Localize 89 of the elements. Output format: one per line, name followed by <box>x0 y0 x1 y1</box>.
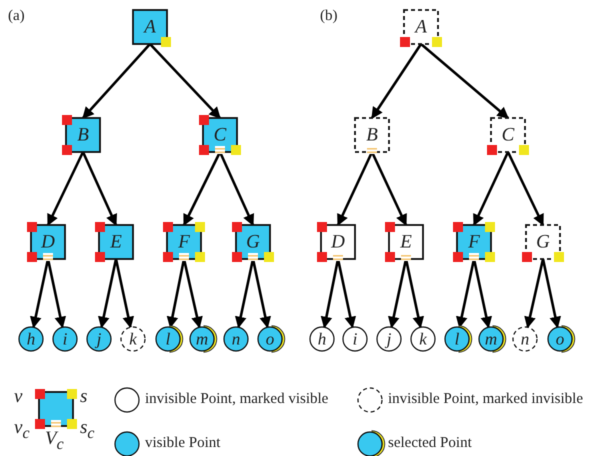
point-letter: m <box>484 330 498 348</box>
arrow <box>114 258 134 328</box>
legend-text: selected Point <box>388 436 472 451</box>
point-letter: j <box>96 330 102 348</box>
legend-text: visible Point <box>145 436 220 451</box>
symbol-label: v$_{c}$ <box>14 418 30 442</box>
symbol-label: V$_{c}$ <box>45 429 64 453</box>
arrow <box>98 258 118 328</box>
point-letter: k <box>419 330 427 348</box>
panel-label: (a) <box>8 9 25 24</box>
selected-point-circle <box>476 324 506 354</box>
cell-letter: D <box>41 232 55 252</box>
point-letter: i <box>352 330 358 348</box>
panel-label: (b) <box>320 9 338 24</box>
arrow <box>149 43 221 119</box>
arrow <box>82 151 118 226</box>
arrow <box>166 258 186 328</box>
cell-letter: G <box>246 232 260 252</box>
cell-letter: D <box>331 232 345 252</box>
cell-box <box>230 219 276 265</box>
arrow <box>456 258 476 328</box>
selected-point-circle <box>153 324 183 354</box>
point-circle <box>118 324 148 354</box>
point-letter: m <box>196 330 208 348</box>
arrow <box>336 258 356 328</box>
arrow <box>472 151 510 226</box>
selected-point-circle <box>442 324 472 354</box>
point-letter: l <box>454 330 460 348</box>
legend-text: invisible Point, marked invisible <box>388 392 583 407</box>
arrow <box>472 258 492 328</box>
cell-letter: B <box>366 126 378 144</box>
point-circle <box>307 324 337 354</box>
point-letter: i <box>62 330 68 348</box>
cell-letter: C <box>214 126 226 144</box>
arrow <box>404 258 424 328</box>
arrow <box>218 151 254 226</box>
cell-letter: A <box>144 18 156 36</box>
cell-letter: C <box>502 126 514 144</box>
arrow <box>46 258 66 328</box>
symbol-label: s$_{c}$ <box>80 418 94 442</box>
arrow <box>420 43 509 119</box>
arrow <box>320 258 340 328</box>
point-circle <box>408 324 438 354</box>
arrow <box>182 258 203 328</box>
symbol-label: s <box>80 387 88 406</box>
cell-letter: G <box>536 232 550 252</box>
point-circle <box>374 324 404 354</box>
arrow <box>182 151 222 226</box>
arrow <box>370 151 408 226</box>
point-circle <box>510 324 540 354</box>
point-letter: h <box>318 330 326 348</box>
point-letter: o <box>556 330 564 348</box>
arrow <box>82 43 151 119</box>
point-circle <box>16 324 46 354</box>
cell-box <box>161 219 207 265</box>
point-letter: n <box>520 330 530 348</box>
arrow <box>524 258 544 328</box>
arrow <box>252 258 272 328</box>
cell-letter: F <box>468 232 480 252</box>
selected-point-circle <box>255 324 285 354</box>
cell-letter: E <box>400 232 412 252</box>
arrow <box>388 258 408 328</box>
point-circle <box>340 324 370 354</box>
point-letter: j <box>386 330 392 348</box>
arrow <box>542 258 562 328</box>
arrow <box>30 258 50 328</box>
point-letter: k <box>129 330 137 348</box>
arrow <box>370 43 422 119</box>
point-letter: n <box>232 330 240 348</box>
cell-letter: A <box>415 18 427 36</box>
arrow <box>234 258 254 328</box>
cell-letter: E <box>110 232 122 252</box>
arrow <box>336 151 374 226</box>
point-circle <box>221 324 251 354</box>
selected-point-circle <box>187 324 217 354</box>
point-circle <box>50 324 80 354</box>
point-circle <box>84 324 114 354</box>
selected-point-circle <box>545 324 575 354</box>
arrow <box>46 151 84 226</box>
symbol-label: v <box>14 387 22 406</box>
point-letter: o <box>266 330 274 348</box>
cell-box <box>197 112 243 158</box>
arrow <box>506 151 544 226</box>
cell-box <box>451 219 497 265</box>
cell-letter: B <box>77 126 89 144</box>
legend-text: invisible Point, marked visible <box>145 392 328 407</box>
point-letter: l <box>166 330 170 348</box>
point-letter: h <box>26 330 36 348</box>
cell-letter: F <box>178 232 190 252</box>
